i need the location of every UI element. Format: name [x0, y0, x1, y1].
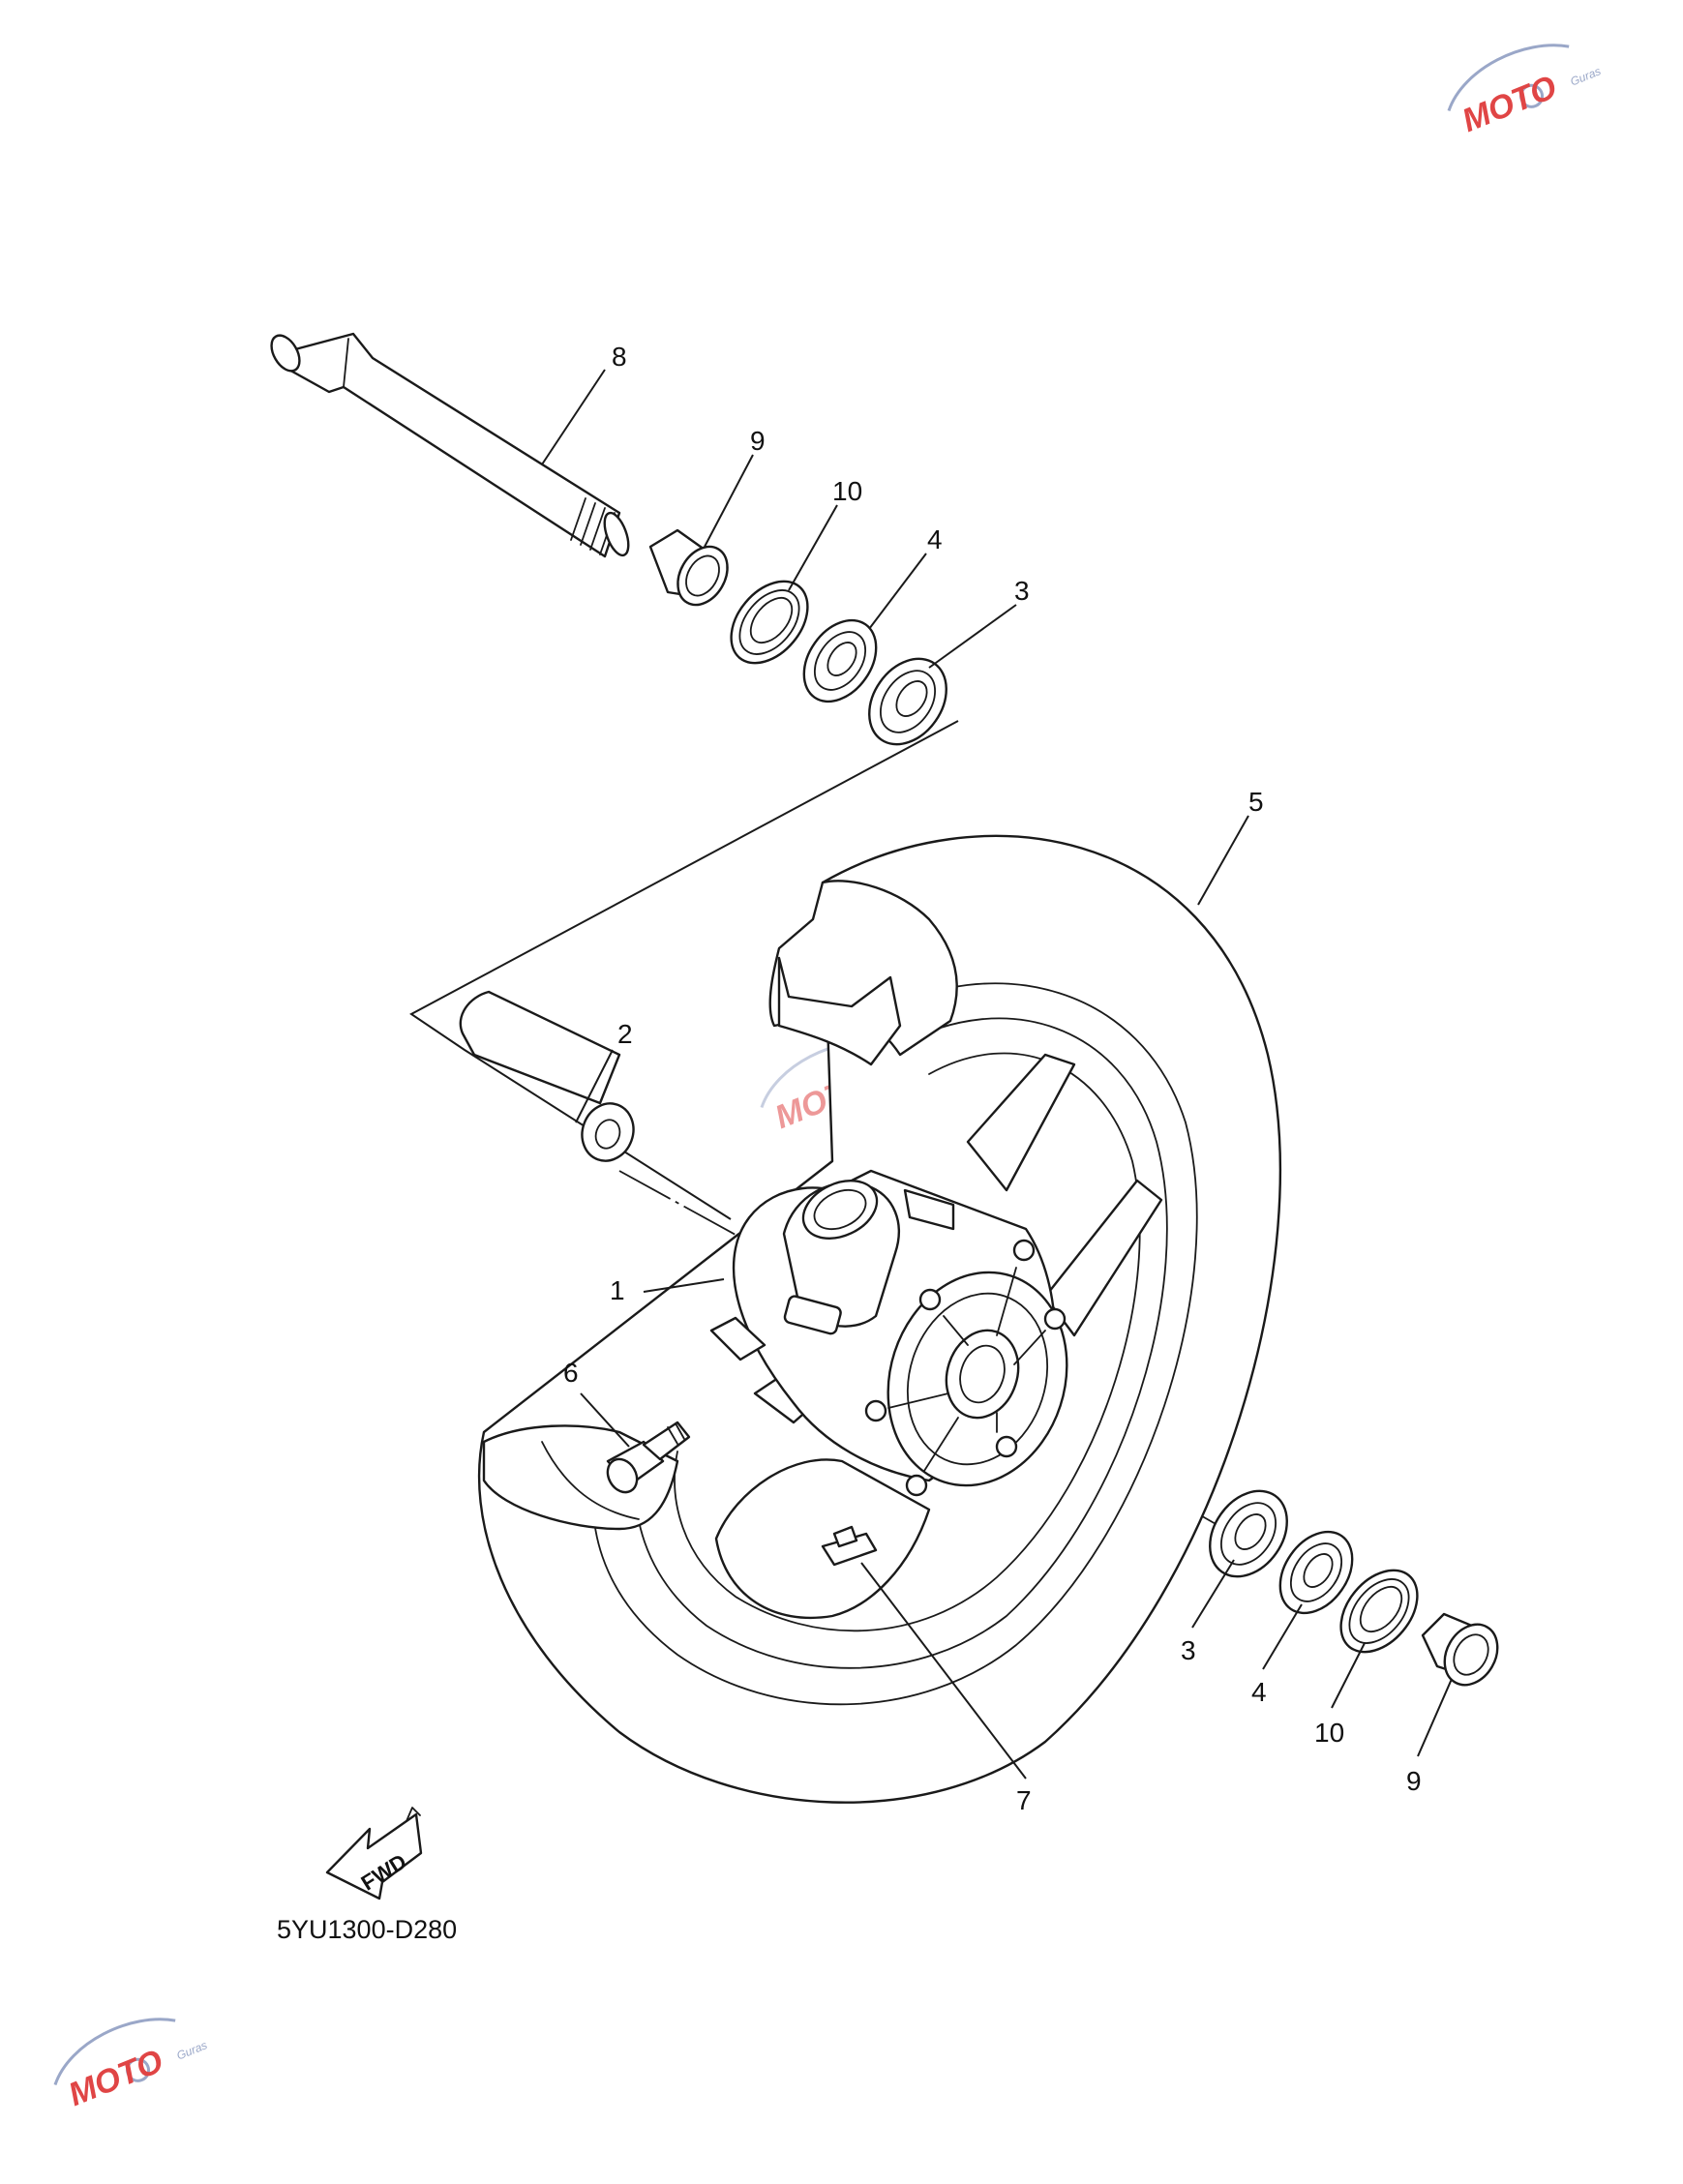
- bearing-upper-4: [802, 618, 878, 703]
- tire-valve: [606, 1421, 691, 1494]
- callout-4-upper: 4: [927, 524, 943, 554]
- callout-3-lower: 3: [1181, 1635, 1196, 1665]
- callout-7: 7: [1016, 1785, 1032, 1815]
- bearing-lower-3: [1209, 1489, 1288, 1578]
- callout-8: 8: [612, 342, 627, 372]
- callout-9-lower: 9: [1406, 1766, 1422, 1796]
- callout-6: 6: [563, 1358, 579, 1388]
- collar-lower: [1421, 1612, 1499, 1687]
- callout-3-upper: 3: [1014, 576, 1030, 606]
- callout-1: 1: [610, 1275, 625, 1305]
- watermark-logo-text: MOTO: [1458, 69, 1562, 139]
- spacer-collar: [459, 990, 635, 1162]
- watermark-logo-text: MOTO: [64, 2043, 168, 2113]
- callout-9-upper: 9: [750, 426, 766, 456]
- oil-seal-upper: [730, 580, 809, 665]
- callout-10-upper: 10: [832, 476, 862, 506]
- balance-weight: [821, 1525, 878, 1567]
- leader-lines: [541, 369, 1453, 1780]
- watermark-logo-sub: Guras: [175, 2038, 210, 2062]
- watermark-logo-sub: Guras: [1569, 64, 1604, 88]
- callout-4-lower: 4: [1251, 1677, 1267, 1707]
- collar-upper: [648, 528, 729, 607]
- forward-arrow: FWD: [325, 1807, 423, 1900]
- callout-5: 5: [1248, 787, 1264, 817]
- callout-labels: 8 9 10 4 3 5 2 1 6 7 3 4 10 9: [563, 342, 1422, 1815]
- front-axle: [270, 332, 630, 558]
- watermark-logo-bottom-left: MOTO Guras: [53, 2018, 210, 2113]
- oil-seal-lower: [1339, 1569, 1419, 1654]
- watermark-logo-top-right: MOTO Guras: [1447, 44, 1604, 139]
- callout-10-lower: 10: [1314, 1718, 1344, 1748]
- bearing-lower-4: [1278, 1530, 1354, 1615]
- wheel-hub: [709, 1169, 1068, 1497]
- callout-2: 2: [617, 1019, 633, 1049]
- diagram-code: 5YU1300-D280: [277, 1915, 457, 1944]
